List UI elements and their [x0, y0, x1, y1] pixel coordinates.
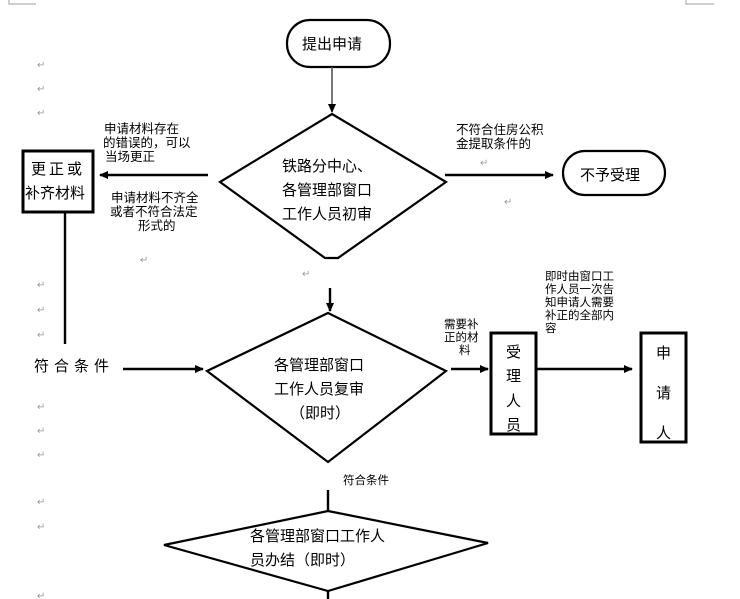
applicant-char-3: 人 — [656, 424, 671, 442]
re-review-line-2: 工作人员复审 — [274, 380, 364, 398]
edge-label-incomplete-line-1: 申请材料不齐全 — [111, 190, 199, 205]
re-review-diamond — [204, 311, 449, 464]
edge-label-needs-correction-line-1: 需要补 — [444, 317, 479, 331]
start-node-shape — [285, 18, 392, 69]
edge-label-notify-line-4: 补正的全部内 — [545, 308, 614, 322]
paragraph-mark: ↵ — [140, 255, 148, 266]
initial-review-line-3: 工作人员初审 — [282, 205, 372, 223]
edge-label-incomplete: 申请材料不齐全 或者不符合法定 形式的 — [110, 190, 199, 233]
paragraph-mark: ↵ — [37, 108, 45, 119]
edge-label-notify-line-2: 作人员一次告 — [545, 282, 614, 296]
edge-label-not-eligible-line-2: 金提取条件的 — [456, 136, 531, 151]
paragraph-mark: ↵ — [37, 426, 45, 437]
paragraph-mark: ↵ — [302, 269, 310, 280]
paragraph-mark: ↵ — [37, 497, 45, 508]
handler-char-3: 人 — [506, 392, 521, 410]
reject-node-shape — [561, 149, 667, 197]
paragraph-mark: ↵ — [37, 450, 45, 461]
page-corner-mark-left — [8, 0, 36, 5]
edge-label-notify-line-5: 容 — [545, 321, 557, 335]
paragraph-mark: ↵ — [37, 60, 45, 71]
initial-review-line-1: 铁路分中心、 — [282, 157, 372, 175]
reject-node: 不予受理 — [561, 149, 667, 197]
paragraph-mark: ↵ — [37, 84, 45, 95]
edge-label-notify-line-1: 即时由窗口工 — [545, 269, 614, 283]
edge-label-errors-line-3: 当场更正 — [105, 149, 155, 164]
handler-box — [489, 331, 538, 436]
paragraph-mark: ↵ — [37, 330, 45, 341]
meets-conditions-left-label: 符合条件 — [34, 357, 114, 375]
paragraph-marks: ↵ ↵ ↵ ↵ ↵ ↵ ↵ ↵ ↵ ↵ ↵ ↵ ↵ ↵ ↵ ↵ — [37, 60, 512, 599]
re-review-line-3: （即时） — [290, 404, 350, 422]
completion-line-1: 各管理部窗口工作人 — [250, 527, 385, 545]
paragraph-mark: ↵ — [504, 197, 512, 208]
start-node-label: 提出申请 — [302, 35, 362, 53]
edge-label-needs-correction-line-2: 正的材 — [444, 330, 479, 344]
correct-materials-line-1: 更正或 — [31, 160, 85, 178]
paragraph-mark: ↵ — [37, 522, 45, 533]
handler-char-4: 员 — [506, 416, 521, 434]
edge-label-errors: 申请材料存在 的错误的，可以 当场更正 — [103, 121, 191, 164]
edge-label-needs-correction: 需要补 正的材 料 — [444, 317, 479, 357]
paragraph-mark: ↵ — [37, 280, 45, 291]
start-node: 提出申请 — [285, 18, 392, 69]
re-review-node: 各管理部窗口 工作人员复审 （即时） — [204, 311, 449, 464]
paragraph-mark: ↵ — [480, 158, 488, 169]
edge-label-needs-correction-line-3: 料 — [459, 343, 471, 357]
handler-char-1: 受 — [506, 343, 521, 361]
applicant-node: 申 请 人 — [639, 331, 688, 444]
correct-materials-line-2: 补齐材料 — [25, 184, 85, 202]
edge-label-incomplete-line-2: 或者不符合法定 — [110, 204, 198, 219]
edge-label-errors-line-2: 的错误的，可以 — [103, 135, 191, 150]
paragraph-mark: ↵ — [37, 591, 45, 599]
completion-line-2: 员办结（即时） — [250, 551, 355, 569]
handler-char-2: 理 — [506, 367, 521, 385]
initial-review-node: 铁路分中心、 各管理部窗口 工作人员初审 — [218, 112, 449, 260]
paragraph-mark: ↵ — [37, 305, 45, 316]
applicant-char-2: 请 — [656, 384, 671, 402]
edge-label-not-eligible-line-1: 不符合住房公积 — [456, 122, 544, 137]
page-corner-mark-right — [685, 0, 714, 5]
edge-label-notify-line-3: 知申请人需要 — [545, 295, 614, 309]
handler-node: 受 理 人 员 — [489, 331, 538, 436]
correct-materials-box — [21, 149, 95, 214]
meets-conditions-bottom-label: 符合条件 — [343, 473, 389, 487]
re-review-line-1: 各管理部窗口 — [274, 356, 364, 374]
edge-label-notify-applicant: 即时由窗口工 作人员一次告 知申请人需要 补正的全部内 容 — [545, 269, 614, 335]
paragraph-mark: ↵ — [37, 402, 45, 413]
edge-label-errors-line-1: 申请材料存在 — [104, 121, 179, 136]
completion-node: 各管理部窗口工作人 员办结（即时） — [163, 509, 489, 593]
reject-node-label: 不予受理 — [580, 166, 640, 184]
edge-label-not-eligible: 不符合住房公积 金提取条件的 — [456, 122, 544, 151]
correct-materials-node: 更正或 补齐材料 — [21, 149, 95, 214]
initial-review-diamond — [218, 112, 449, 260]
initial-review-line-2: 各管理部窗口 — [282, 181, 372, 199]
applicant-box — [639, 331, 688, 444]
applicant-char-1: 申 — [656, 344, 671, 362]
edge-label-incomplete-line-3: 形式的 — [138, 218, 176, 233]
